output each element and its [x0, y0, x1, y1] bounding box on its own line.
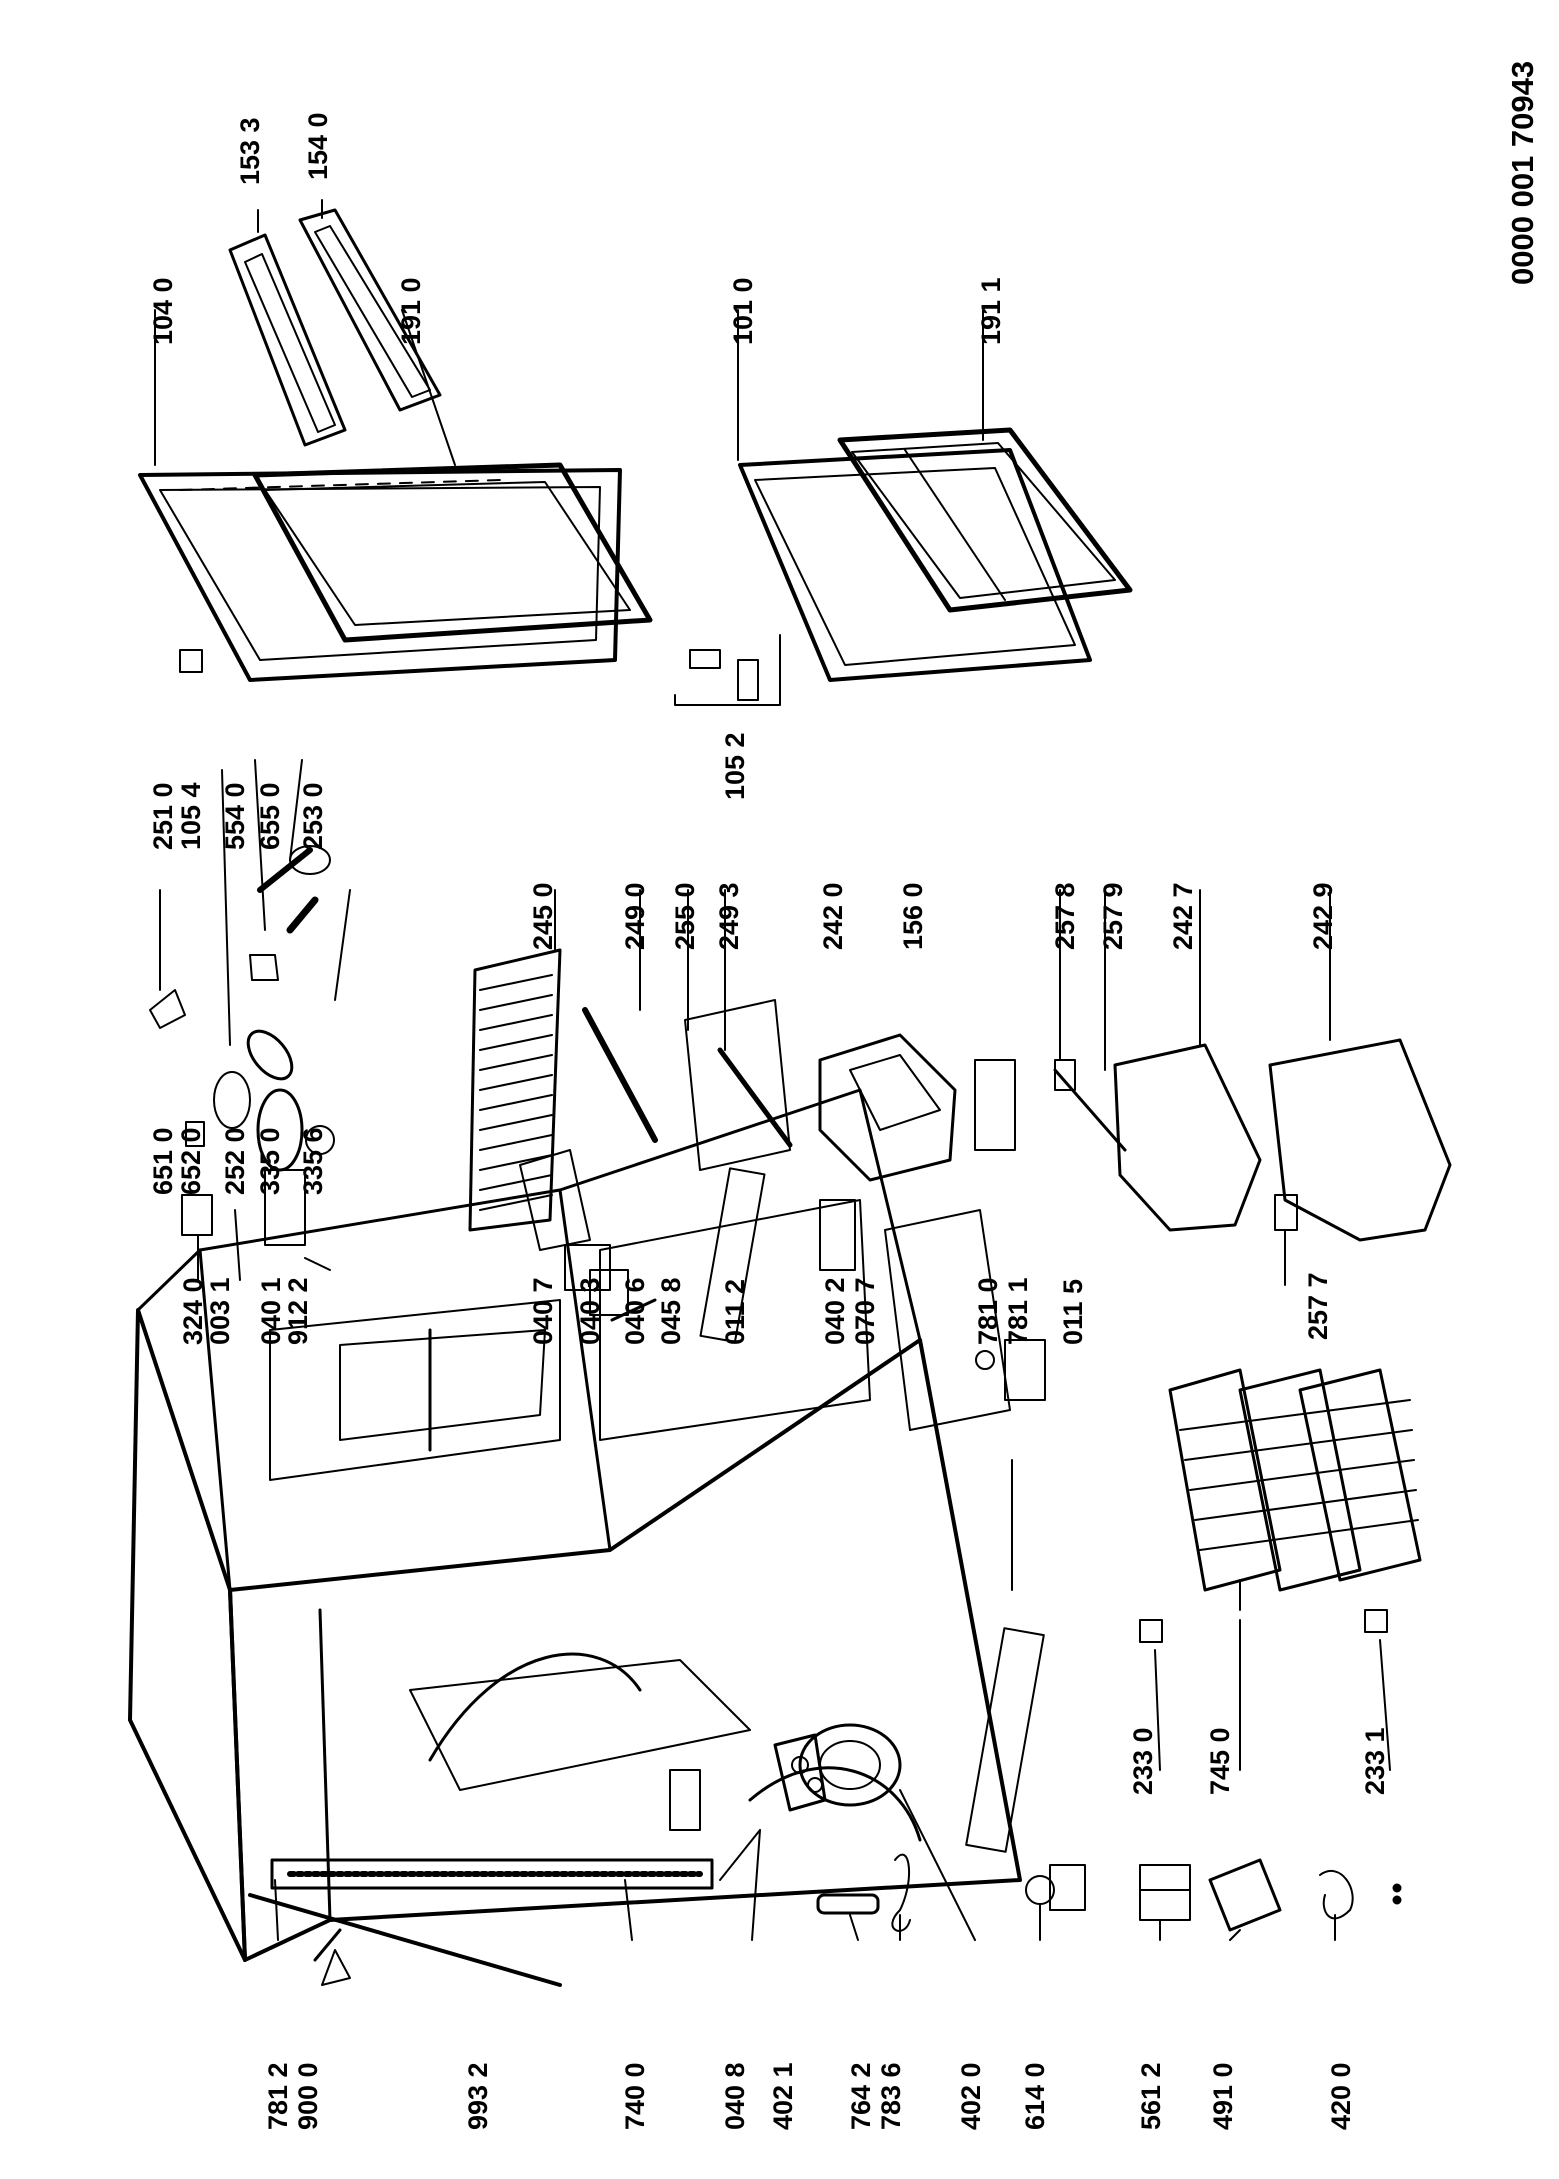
part-label: 491 0 — [1208, 2062, 1238, 2130]
part-label: 251 0 — [148, 782, 178, 850]
part-label: 257 9 — [1098, 882, 1128, 950]
part-label: 402 1 — [768, 2062, 798, 2130]
compressor — [719, 1723, 902, 1881]
part-label: 156 0 — [898, 882, 928, 950]
part-label: 233 1 — [1360, 1727, 1390, 1795]
part-label: 040 2 — [820, 1277, 850, 1345]
hinge-105-2 — [179, 634, 781, 706]
part-label: 252 0 — [220, 1127, 250, 1195]
part-label: 101 0 — [728, 277, 758, 345]
part-label: 783 6 — [876, 2062, 906, 2130]
part-label: 242 9 — [1308, 882, 1338, 950]
part-label: 554 0 — [220, 782, 250, 850]
part-label: 242 0 — [818, 882, 848, 950]
part-label: 003 1 — [205, 1277, 235, 1345]
part-label: 040 6 — [620, 1277, 650, 1345]
freezer-door — [738, 427, 1133, 682]
wire-shelf — [468, 948, 562, 1232]
part-label: 253 0 — [298, 782, 328, 850]
part-label: 070 7 — [850, 1277, 880, 1345]
part-label: 191 0 — [396, 277, 426, 345]
document-id: 0000 001 70943 — [1505, 60, 1540, 285]
part-label: 781 0 — [973, 1277, 1003, 1345]
part-label: 257 7 — [1303, 1272, 1333, 1340]
condenser — [248, 1858, 714, 1987]
part-label: 045 8 — [656, 1277, 686, 1345]
part-label: 257 8 — [1050, 882, 1080, 950]
part-label: 651 0 — [148, 1127, 178, 1195]
part-label: 420 0 — [1326, 2062, 1356, 2130]
electrical-parts — [1025, 1858, 1402, 1932]
freezer-baskets — [1139, 1368, 1422, 1643]
part-label: 764 2 — [846, 2062, 876, 2130]
part-label: 105 2 — [720, 732, 750, 800]
part-label: 245 0 — [528, 882, 558, 950]
part-label: 040 7 — [528, 1277, 558, 1345]
bins — [818, 1033, 1452, 1242]
part-label: 249 0 — [620, 882, 650, 950]
part-label: 335 0 — [255, 1127, 285, 1195]
leader-lines — [154, 199, 1391, 1941]
part-label: 011 2 — [720, 1278, 750, 1345]
part-label: 652 0 — [176, 1127, 206, 1195]
part-label: 900 0 — [293, 2062, 323, 2130]
part-label: 191 1 — [976, 277, 1006, 345]
part-label: 104 0 — [148, 277, 178, 345]
part-label: 255 0 — [670, 882, 700, 950]
glass-shelf — [582, 999, 793, 1171]
thermostat-parts — [149, 845, 335, 1172]
part-label: 233 0 — [1128, 1727, 1158, 1795]
part-label: 740 0 — [620, 2062, 650, 2130]
part-label: 011 5 — [1058, 1278, 1088, 1345]
part-label: 402 0 — [956, 2062, 986, 2130]
part-label: 154 0 — [303, 112, 333, 180]
part-label: 781 2 — [263, 2062, 293, 2130]
part-label: 105 4 — [176, 782, 206, 850]
part-label: 993 2 — [463, 2062, 493, 2130]
part-label: 324 0 — [178, 1277, 208, 1345]
part-label: 040 3 — [575, 1277, 605, 1345]
part-label: 614 0 — [1020, 2062, 1050, 2130]
part-label: 781 1 — [1003, 1277, 1033, 1345]
filter-drier — [816, 1853, 911, 1932]
part-label: 655 0 — [255, 782, 285, 850]
part-label: 561 2 — [1136, 2062, 1166, 2130]
part-label: 335 6 — [298, 1127, 328, 1195]
part-label: 249 3 — [714, 882, 744, 950]
part-label: 745 0 — [1205, 1727, 1235, 1795]
fridge-door — [138, 462, 653, 682]
part-label: 153 3 — [235, 117, 265, 185]
part-label: 040 8 — [720, 2062, 750, 2130]
hardware — [181, 1149, 1046, 1853]
part-label: 242 7 — [1168, 882, 1198, 950]
part-label: 040 1 — [256, 1277, 286, 1345]
part-label: 912 2 — [283, 1277, 313, 1345]
